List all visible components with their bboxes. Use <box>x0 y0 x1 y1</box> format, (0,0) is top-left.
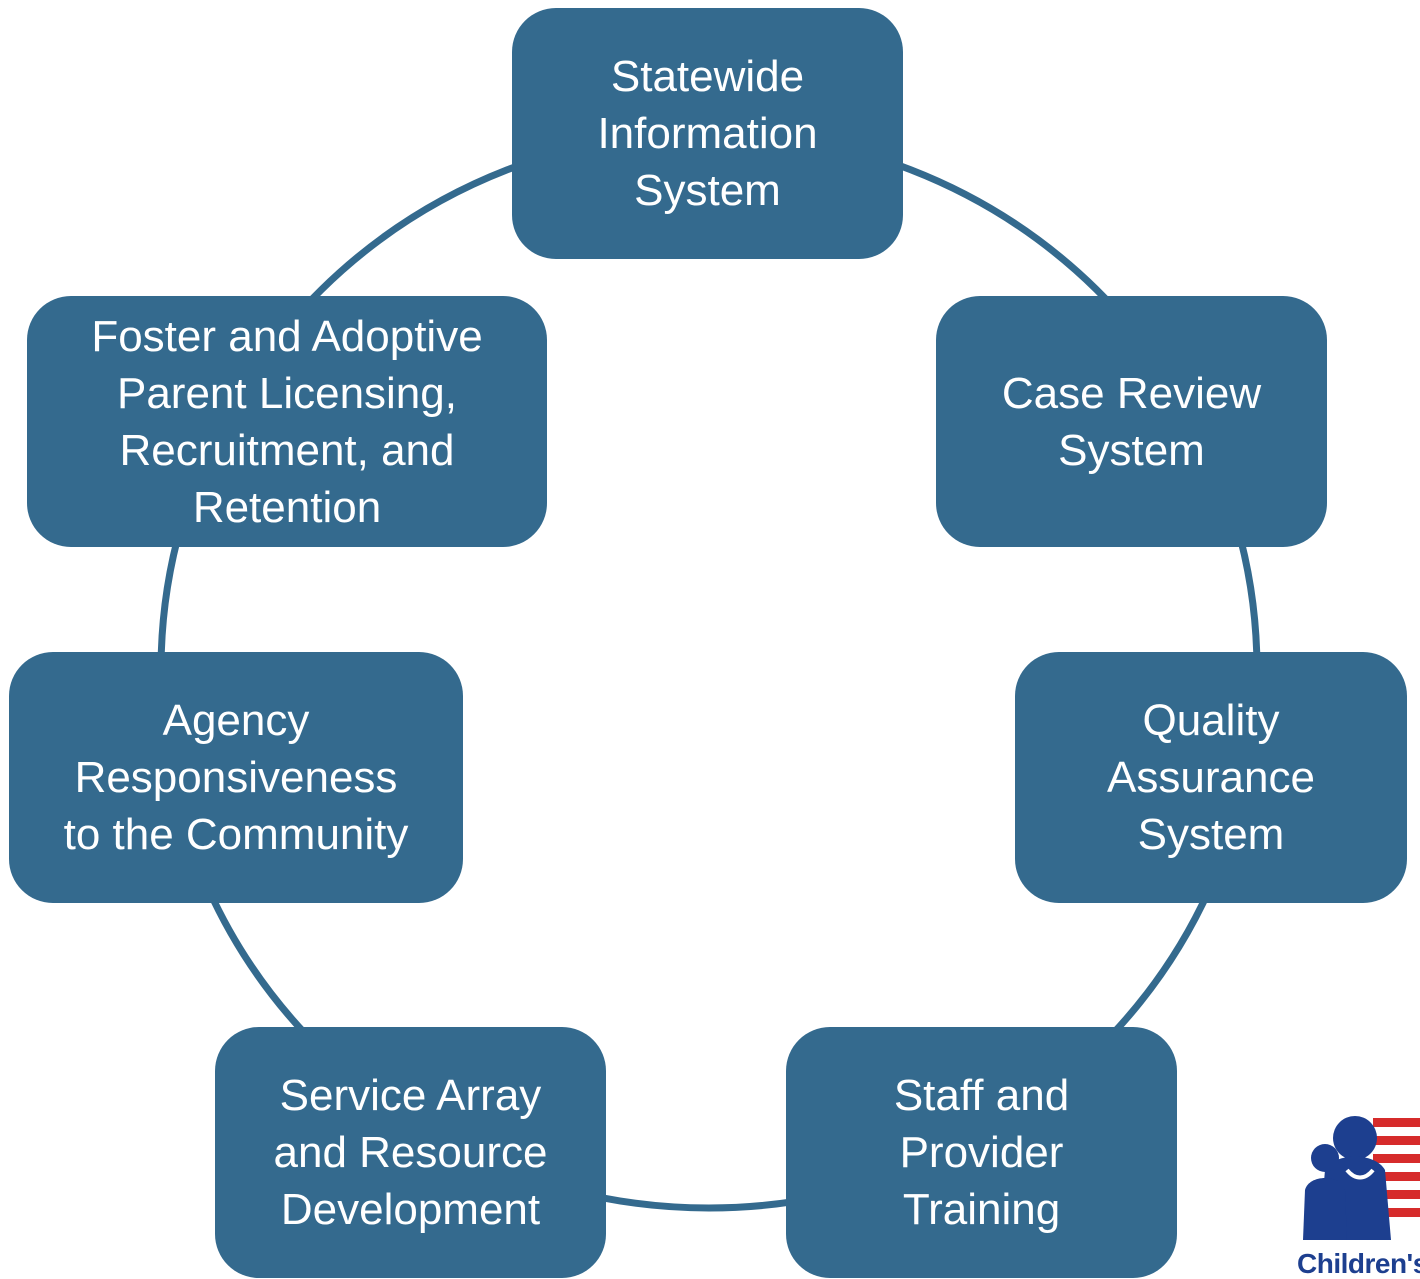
node-label: Foster and Adoptive Parent Licensing, Re… <box>91 311 483 532</box>
node-quality-assurance-system: Quality Assurance System <box>1015 652 1407 903</box>
logo-text: Children's Bureau <box>1297 1248 1420 1279</box>
node-statewide-information-system: Statewide Information System <box>512 8 903 259</box>
node-service-array: Service Array and Resource Development <box>215 1027 606 1278</box>
node-label: Staff and Provider Training <box>893 1071 1070 1234</box>
node-agency-responsiveness: Agency Responsiveness to the Community <box>9 652 463 903</box>
node-foster-adoptive-parent: Foster and Adoptive Parent Licensing, Re… <box>27 296 547 547</box>
node-label: Quality Assurance System <box>1107 696 1315 859</box>
node-label: Service Array and Resource Development <box>273 1071 548 1234</box>
logo-emblem-icon <box>1303 1116 1420 1240</box>
node-label: Statewide Information System <box>597 52 818 215</box>
node-label: Agency Responsiveness to the Community <box>63 696 409 859</box>
node-label: Case Review System <box>1001 368 1262 475</box>
node-case-review-system: Case Review System <box>936 296 1327 547</box>
childrens-bureau-logo: Children's Bureau <box>1295 1100 1420 1279</box>
node-staff-provider-training: Staff and Provider Training <box>786 1027 1177 1278</box>
